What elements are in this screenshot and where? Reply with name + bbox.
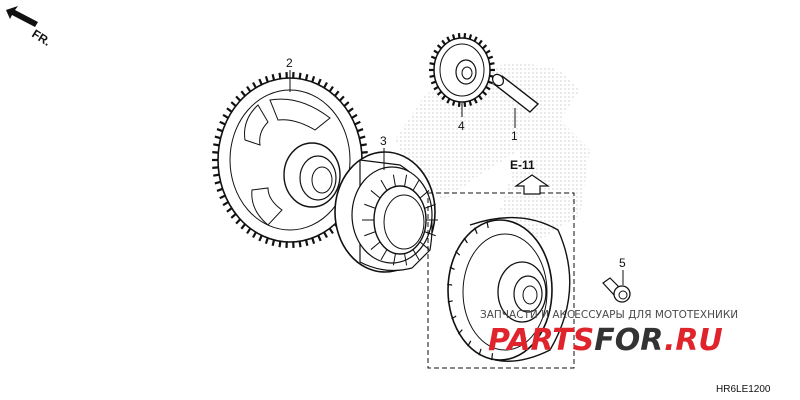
- reference-label: E-11: [510, 158, 535, 172]
- idle-gear-shaft: [491, 73, 540, 113]
- background-emblem: [395, 62, 590, 240]
- one-way-clutch: [334, 151, 438, 273]
- callout-3: 3: [380, 134, 387, 148]
- front-direction-arrow-icon: [6, 6, 38, 27]
- callout-5: 5: [619, 256, 626, 270]
- watermark-brand-part1: PARTS: [488, 323, 594, 358]
- leader-lines: [289, 70, 624, 285]
- watermark-tagline: ЗАПЧАСТИ И АКСЕССУАРЫ ДЛЯ МОТОТЕХНИКИ: [480, 309, 738, 321]
- watermark-brand-part2: FOR: [594, 323, 664, 358]
- starter-idle-gear: [429, 33, 495, 107]
- svg-text:PARTSFOR.RU: PARTSFOR.RU: [488, 323, 723, 358]
- direction-label: FR.: [29, 27, 53, 49]
- flywheel-bolt: [602, 277, 631, 303]
- watermark-logo: PARTSFOR.RU: [488, 323, 723, 358]
- flywheel: [447, 216, 571, 362]
- callout-4: 4: [458, 119, 465, 133]
- callout-2: 2: [286, 56, 293, 70]
- callout-1: 1: [511, 129, 518, 143]
- drawing-code: HR6LE1200: [716, 384, 771, 395]
- reference-group-box: [427, 192, 575, 369]
- watermark-brand-part3: .RU: [664, 323, 723, 358]
- reference-up-arrow-icon: [514, 174, 550, 195]
